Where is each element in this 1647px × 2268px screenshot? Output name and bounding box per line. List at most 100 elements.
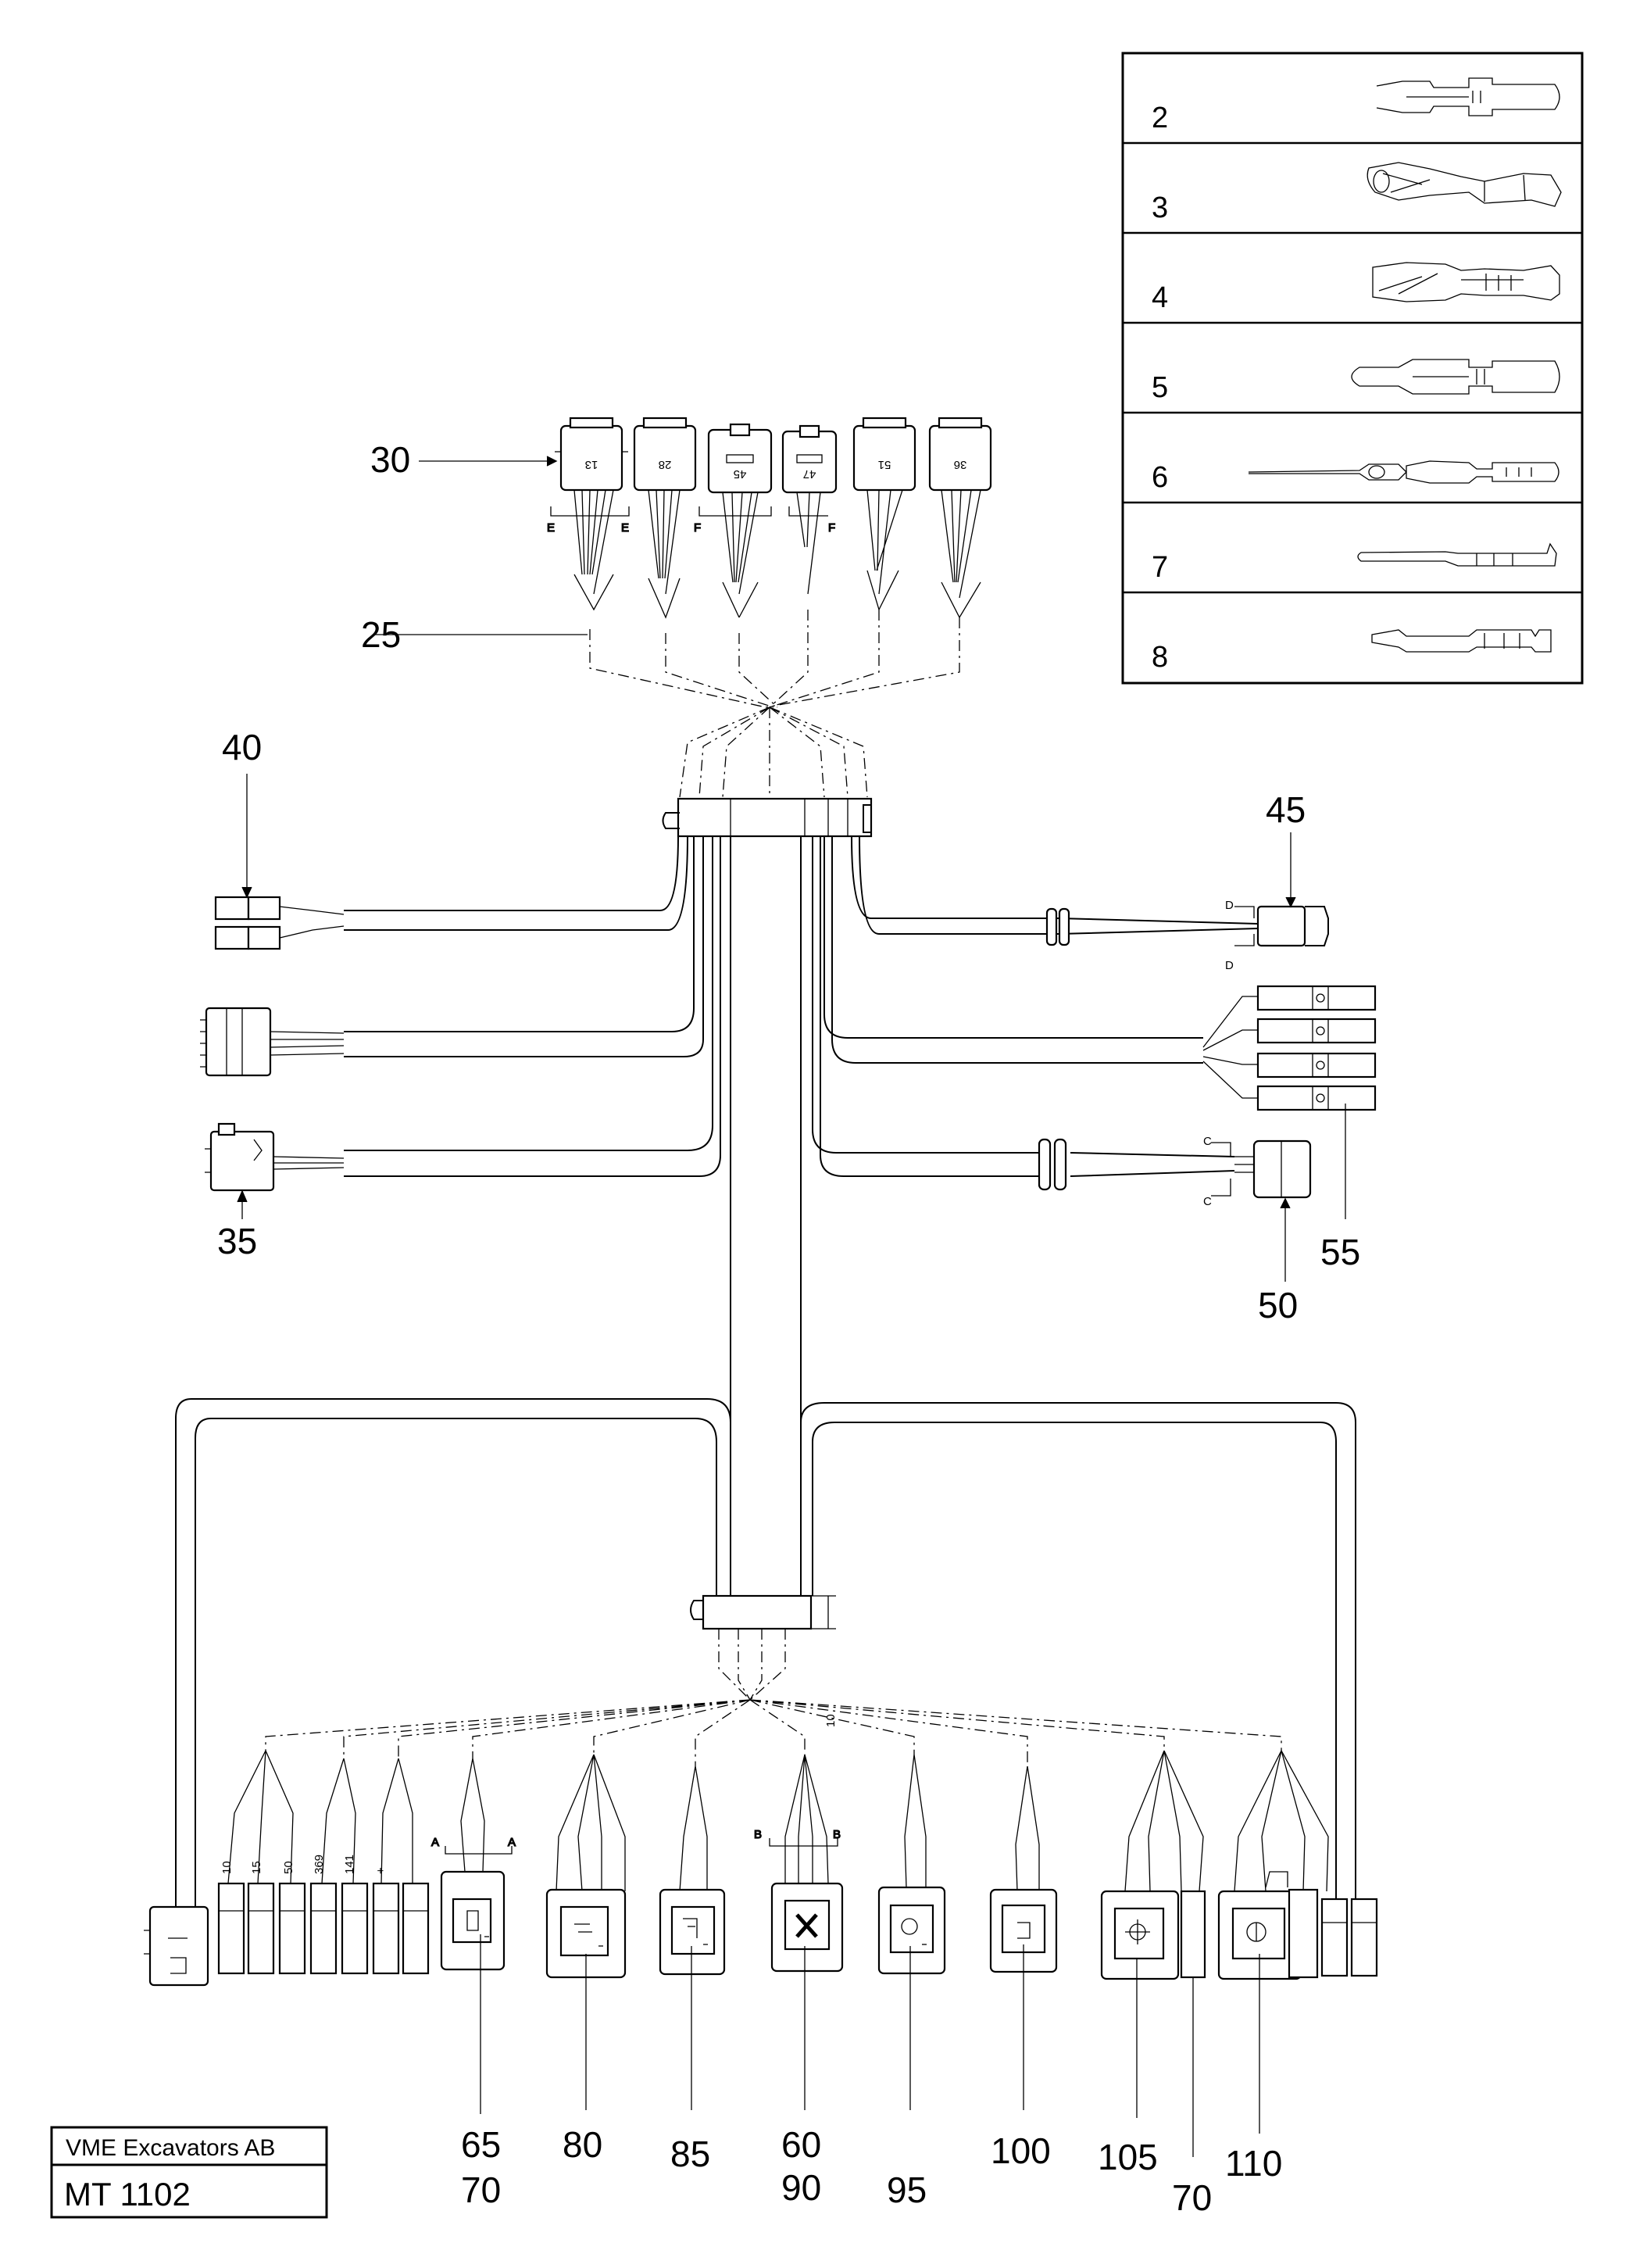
section-mark-b-left: B bbox=[754, 1828, 762, 1841]
terminal-4-icon bbox=[1372, 262, 1560, 302]
terminal-label-plus: + bbox=[374, 1867, 388, 1874]
callout-90: 90 bbox=[781, 2167, 821, 2208]
connector-label-13: 13 bbox=[585, 458, 598, 471]
branch-clips bbox=[1038, 907, 1070, 1191]
connector-13: 13 bbox=[555, 417, 628, 492]
terminal-label-10: 10 bbox=[220, 1861, 234, 1874]
connector-55 bbox=[1202, 985, 1377, 1111]
terminal-6-icon bbox=[1248, 460, 1559, 484]
lower-harness-clamp: 10 bbox=[690, 1594, 838, 1727]
terminal-holder-right-b bbox=[1350, 1898, 1378, 1977]
top-connector-row: 13 28 45 47 51 36 bbox=[555, 417, 992, 494]
callout-30: 30 bbox=[370, 439, 410, 480]
terminal-2-icon bbox=[1376, 77, 1560, 116]
terminal-holder-50: 50 bbox=[278, 1861, 306, 1975]
terminal-holder-right-a bbox=[1320, 1898, 1349, 1977]
callout-80: 80 bbox=[563, 2124, 602, 2165]
terminal-holder-15: 15 bbox=[247, 1861, 275, 1975]
callout-50: 50 bbox=[1258, 1285, 1298, 1325]
terminal-legend-table: 2 3 4 5 6 7 8 bbox=[1121, 52, 1584, 685]
callout-105: 105 bbox=[1098, 2137, 1158, 2177]
callout-40: 40 bbox=[222, 727, 262, 767]
callout-numbers: 30 25 40 35 45 55 50 65 70 80 85 60 90 9… bbox=[217, 439, 1360, 2218]
connector-label-36: 36 bbox=[954, 458, 967, 471]
terminal-label-15: 15 bbox=[250, 1861, 263, 1874]
legend-row-6-number: 6 bbox=[1152, 461, 1168, 494]
outer-loop-left bbox=[175, 1398, 731, 1907]
section-mark-d-bottom: D bbox=[1225, 959, 1234, 972]
terminal-holder-plus: + bbox=[372, 1867, 400, 1975]
section-mark-a-right: A bbox=[508, 1836, 516, 1849]
callout-110: 110 bbox=[1225, 2143, 1282, 2184]
connector-far-left bbox=[144, 1905, 209, 1987]
title-block-code: MT 1102 bbox=[64, 2176, 191, 2213]
legend-row-4-number: 4 bbox=[1152, 281, 1168, 314]
terminal-7-icon bbox=[1357, 542, 1557, 567]
connector-51: 51 bbox=[852, 417, 916, 492]
section-mark-f-right: F bbox=[828, 521, 835, 535]
left-branches bbox=[344, 835, 721, 1177]
terminal-label-50: 50 bbox=[282, 1861, 295, 1874]
legend-row-7-number: 7 bbox=[1152, 551, 1168, 584]
switch-connector-110 bbox=[1217, 1871, 1319, 1980]
switch-connector-60-90 bbox=[770, 1882, 844, 1973]
callout-55: 55 bbox=[1320, 1232, 1360, 1272]
leader-lines bbox=[237, 456, 1346, 2157]
terminal-holder-10: 10 bbox=[217, 1861, 245, 1975]
callout-35: 35 bbox=[217, 1221, 257, 1261]
callout-100: 100 bbox=[991, 2130, 1051, 2171]
switch-connector-95 bbox=[877, 1886, 946, 1975]
connector-label-45: 45 bbox=[734, 467, 747, 481]
top-wire-fans bbox=[573, 489, 981, 619]
connector-label-47: 47 bbox=[803, 467, 816, 481]
terminal-holder-7 bbox=[402, 1882, 430, 1975]
terminal-3-icon bbox=[1367, 162, 1562, 207]
upper-dashed-routing bbox=[589, 610, 960, 798]
section-mark-a-left: A bbox=[431, 1836, 439, 1849]
callout-85: 85 bbox=[670, 2134, 710, 2174]
terminal-5-icon bbox=[1351, 359, 1560, 395]
switch-connector-85 bbox=[659, 1888, 726, 1976]
legend-row-5-number: 5 bbox=[1152, 371, 1168, 404]
connector-40 bbox=[214, 896, 345, 950]
connector-multipin-left bbox=[200, 1007, 345, 1077]
connector-label-51: 51 bbox=[878, 458, 891, 471]
terminal-8-icon bbox=[1371, 629, 1552, 653]
switch-connector-80 bbox=[545, 1888, 627, 1979]
callout-45: 45 bbox=[1266, 789, 1306, 830]
switch-connector-65-70 bbox=[440, 1870, 506, 1971]
section-marks-top: E E F F bbox=[546, 506, 836, 535]
connector-45: 45 bbox=[707, 423, 773, 494]
section-mark-e-left: E bbox=[547, 521, 555, 535]
callout-70-right: 70 bbox=[1172, 2177, 1212, 2218]
switch-connector-105 bbox=[1100, 1890, 1206, 1980]
main-trunk bbox=[730, 836, 802, 1596]
lower-dashed-routing bbox=[265, 1629, 1282, 1766]
section-mark-c-bottom: C bbox=[1203, 1195, 1212, 1208]
title-block: VME Excavators AB MT 1102 bbox=[50, 2126, 328, 2219]
section-mark-f-left: F bbox=[694, 521, 701, 535]
connector-28: 28 bbox=[633, 417, 697, 492]
callout-70-left: 70 bbox=[461, 2170, 501, 2210]
legend-row-2-number: 2 bbox=[1152, 102, 1168, 134]
connector-35 bbox=[205, 1122, 345, 1192]
section-mark-c-top: C bbox=[1203, 1135, 1212, 1148]
bottom-connector-row: 10 15 50 369 141 + bbox=[144, 1855, 1378, 1987]
title-block-company: VME Excavators AB bbox=[66, 2135, 275, 2161]
section-marks-bottom: A A B B bbox=[431, 1827, 841, 1855]
connector-36: 36 bbox=[928, 417, 992, 492]
upper-harness-clamp bbox=[662, 797, 873, 838]
section-mark-b-right: B bbox=[833, 1828, 841, 1841]
callout-65: 65 bbox=[461, 2124, 501, 2165]
switch-connector-100 bbox=[989, 1888, 1058, 1973]
section-mark-d-top: D bbox=[1225, 899, 1234, 912]
connector-47: 47 bbox=[781, 424, 838, 494]
terminal-label-141: 141 bbox=[343, 1855, 356, 1874]
dimension-10: 10 bbox=[824, 1714, 838, 1727]
callout-60: 60 bbox=[781, 2124, 821, 2165]
lower-wire-fans bbox=[227, 1750, 1329, 1892]
right-branches bbox=[812, 835, 1259, 1177]
terminal-label-369: 369 bbox=[313, 1855, 326, 1874]
section-mark-e-right: E bbox=[621, 521, 629, 535]
